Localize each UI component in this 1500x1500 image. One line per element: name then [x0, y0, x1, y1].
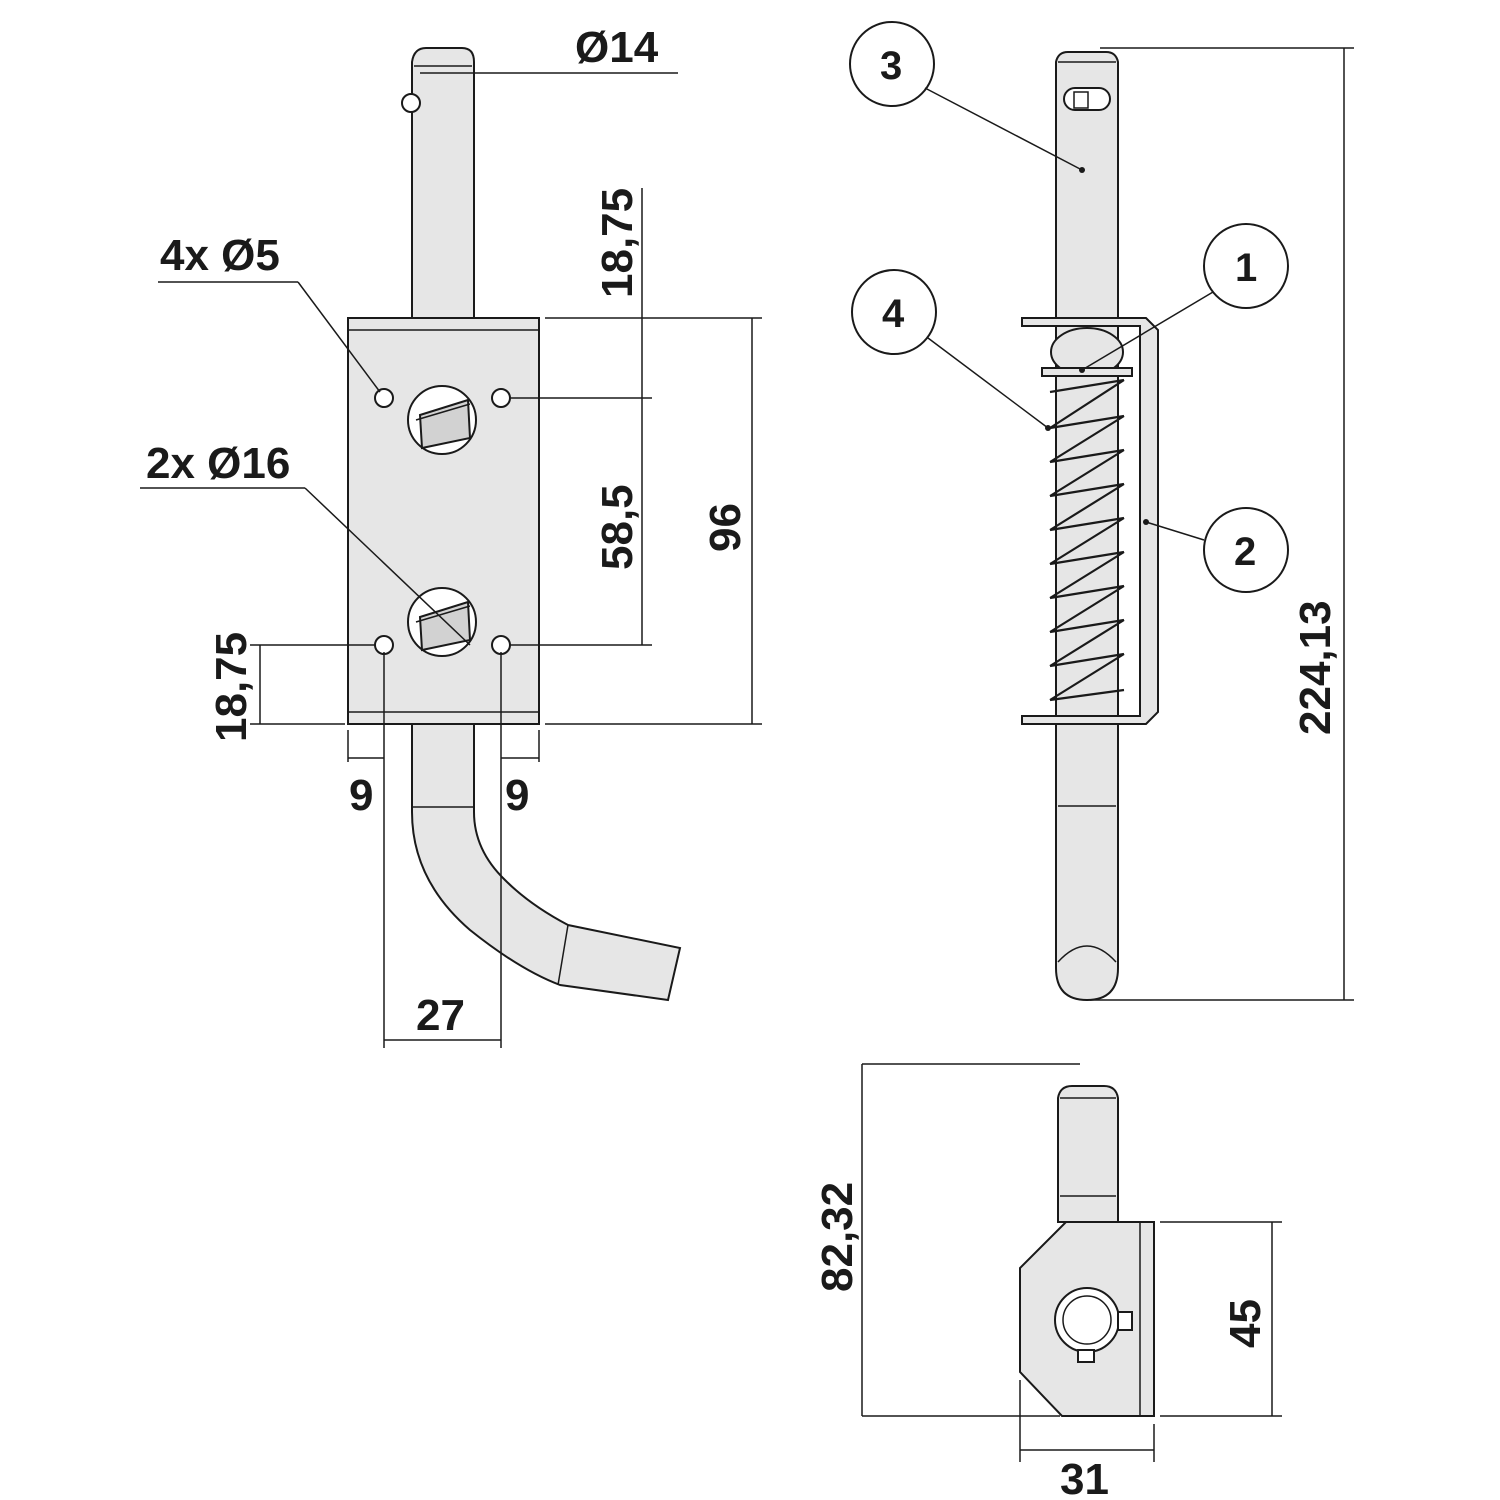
dim-right-edge-offset: 9: [505, 771, 529, 820]
callout-1: 1: [1235, 246, 1257, 290]
dim-bottom-offset: 18,75: [207, 632, 256, 742]
dim-end-view-width: 31: [1060, 1455, 1109, 1500]
label-small-holes: 4x Ø5: [160, 231, 280, 280]
front-view: Ø14 18,75 58,5 96 4x Ø5 2x Ø16 18,75 9: [140, 23, 762, 1048]
callout-bubble-2: [1203, 507, 1289, 593]
spring-bracket: [1021, 317, 1159, 725]
front-top-pin: [411, 47, 475, 319]
label-large-holes: 2x Ø16: [146, 439, 290, 488]
bent-handle: [411, 721, 682, 1002]
compression-spring: [1049, 378, 1125, 702]
mounting-plate: [347, 317, 540, 725]
rod-slot: [1063, 87, 1111, 111]
pin-cross-hole: [401, 93, 421, 113]
dim-end-view-plate-height: 45: [1221, 1299, 1270, 1348]
side-rod: [1055, 51, 1119, 1002]
small-hole: [374, 388, 394, 408]
callout-4: 4: [882, 292, 905, 336]
callout-bubble-1: [1203, 223, 1289, 309]
callout-bubble-4: [851, 269, 937, 355]
end-view: 82,32 45 31: [813, 1063, 1282, 1500]
dim-hole-spacing: 58,5: [593, 484, 642, 570]
dim-end-view-height: 82,32: [813, 1182, 862, 1292]
end-view-pin: [1057, 1085, 1119, 1223]
small-hole: [491, 388, 511, 408]
dim-pin-diameter: Ø14: [575, 23, 659, 72]
large-hole: [407, 385, 477, 455]
large-hole: [407, 587, 477, 657]
callout-2: 2: [1234, 530, 1256, 574]
small-hole: [374, 635, 394, 655]
dim-left-edge-offset: 9: [349, 771, 373, 820]
side-view: 3 1 4 2 224,13: [849, 21, 1354, 1002]
callout-3: 3: [880, 44, 902, 88]
dim-overall-length: 224,13: [1291, 600, 1340, 735]
dim-plate-height: 96: [701, 503, 750, 552]
end-view-pin-section: [1054, 1287, 1120, 1353]
dim-top-pin-length: 18,75: [593, 188, 642, 298]
dim-hole-center-width: 27: [416, 991, 465, 1040]
callout-bubble-3: [849, 21, 935, 107]
small-hole: [491, 635, 511, 655]
